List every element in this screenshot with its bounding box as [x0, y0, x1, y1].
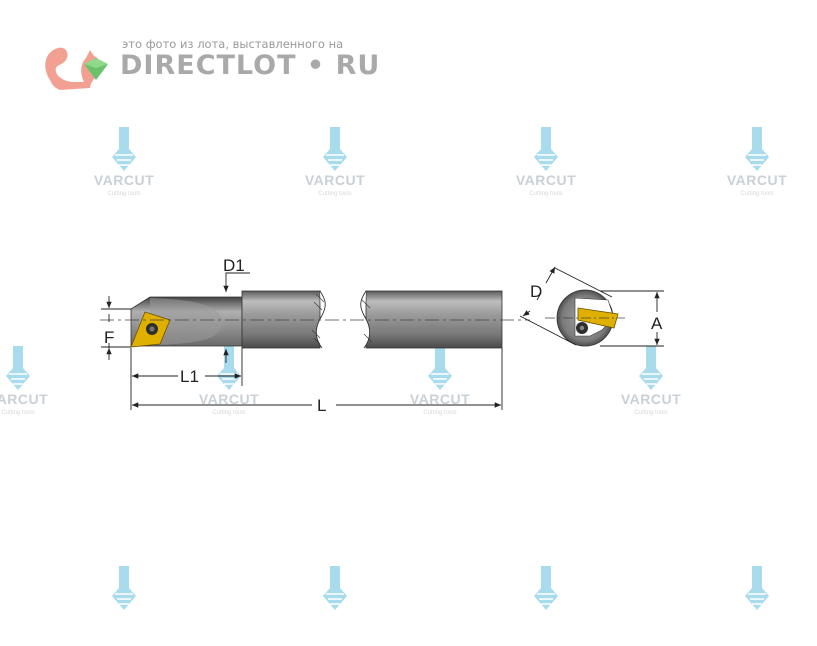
logo-tagline: это фото из лота, выставленного на: [122, 37, 344, 51]
varcut-watermark: VARCUT Cutting tools: [79, 127, 169, 207]
spindle-icon: [112, 566, 136, 610]
watermark-subtitle: Cutting tools: [1, 410, 35, 416]
varcut-watermark: VARCUT Cutting tools: [395, 346, 485, 426]
watermark-brand: VARCUT: [620, 391, 682, 407]
varcut-watermark: VARCUT Cutting tools: [501, 127, 591, 207]
spindle-icon: [323, 127, 347, 171]
spindle-icon: [112, 127, 136, 171]
watermark-brand: VARCUT: [198, 391, 260, 407]
logo-name: DIRECTLOT • RU: [120, 50, 381, 81]
spindle-icon: [323, 566, 347, 610]
label-d1: D1: [223, 256, 245, 275]
label-d: D: [530, 282, 542, 301]
varcut-watermark: VARCUT Cutting tools: [712, 127, 802, 207]
spindle-icon: [639, 346, 663, 390]
watermark-brand: VARCUT: [0, 391, 49, 407]
watermark-brand: VARCUT: [93, 172, 155, 188]
varcut-watermark: [501, 566, 591, 646]
label-a: A: [651, 314, 663, 333]
tool-shank-right: [360, 290, 503, 349]
squirrel-gem-icon: [45, 47, 108, 90]
label-l1: L1: [180, 367, 199, 386]
watermark-subtitle: Cutting tools: [107, 191, 141, 197]
directlot-logo: это фото из лота, выставленного на DIREC…: [40, 34, 379, 94]
label-l: L: [317, 396, 326, 415]
boring-bar-drawing: D1 F L1 L D A: [100, 256, 664, 415]
varcut-watermark: [712, 566, 802, 646]
watermark-subtitle: Cutting tools: [212, 410, 246, 416]
label-f: F: [104, 328, 114, 347]
watermark-subtitle: Cutting tools: [634, 410, 668, 416]
spindle-icon: [6, 346, 30, 390]
spindle-icon: [534, 127, 558, 171]
watermark-subtitle: Cutting tools: [318, 191, 352, 197]
varcut-watermark: VARCUT Cutting tools: [606, 346, 696, 426]
tool-shank-left: [241, 290, 326, 349]
varcut-watermark: VARCUT Cutting tools: [184, 346, 274, 426]
spindle-icon: [745, 127, 769, 171]
watermark-brand: VARCUT: [515, 172, 577, 188]
tool-head: [130, 296, 243, 348]
varcut-watermark: [290, 566, 380, 646]
spindle-icon: [745, 566, 769, 610]
watermark-brand: VARCUT: [409, 391, 471, 407]
watermark-subtitle: Cutting tools: [740, 191, 774, 197]
watermark-brand: VARCUT: [304, 172, 366, 188]
spindle-icon: [428, 346, 452, 390]
spindle-icon: [534, 566, 558, 610]
varcut-watermark: VARCUT Cutting tools: [290, 127, 380, 207]
varcut-watermark: VARCUT Cutting tools: [0, 346, 63, 426]
watermark-subtitle: Cutting tools: [529, 191, 563, 197]
watermark-brand: VARCUT: [726, 172, 788, 188]
end-insert-icon: [577, 307, 619, 329]
tool-end-view: [545, 289, 625, 347]
watermark-subtitle: Cutting tools: [423, 410, 457, 416]
varcut-watermark: [79, 566, 169, 646]
